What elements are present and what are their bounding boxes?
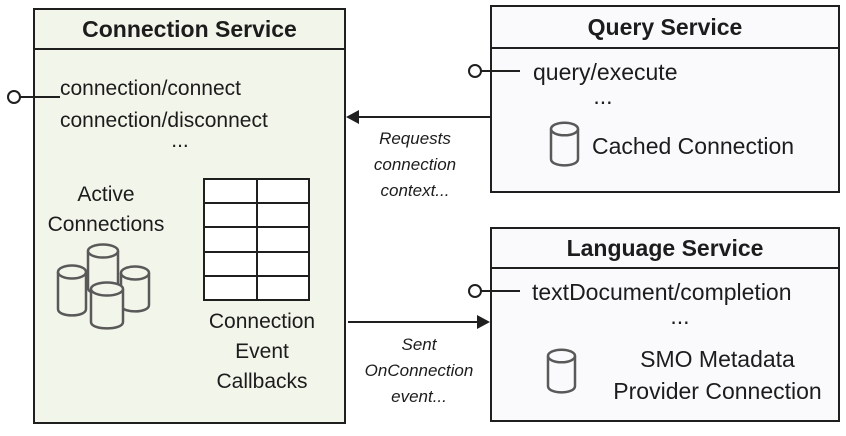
query-service-box: Query Service xyxy=(490,5,840,193)
connection-interface-lollipop-icon xyxy=(7,90,21,104)
arrow-requests-label: Requests connection context... xyxy=(352,126,478,204)
requests-line1: Requests xyxy=(379,129,451,148)
arrow-requests-head-icon xyxy=(346,110,359,124)
requests-line2: connection xyxy=(373,155,457,174)
table-cell xyxy=(257,252,308,275)
language-interface-lollipop-icon xyxy=(468,284,482,298)
active-connections-label: Active Connections xyxy=(36,180,176,240)
smo-metadata-database-icon xyxy=(546,348,577,394)
arrow-sent-line xyxy=(348,321,481,323)
connection-methods-ellipsis: ... xyxy=(171,129,189,152)
query-methods-ellipsis: ... xyxy=(593,83,613,109)
sent-line3: event... xyxy=(391,387,447,406)
table-cell xyxy=(205,228,256,251)
connection-interface-line xyxy=(20,96,60,98)
cached-connection-database-icon xyxy=(549,121,580,167)
language-interface-line xyxy=(481,290,520,292)
language-method-completion: textDocument/completion xyxy=(532,279,792,305)
cached-connection-label: Cached Connection xyxy=(592,133,795,159)
query-method-execute: query/execute xyxy=(533,59,678,85)
language-service-title: Language Service xyxy=(492,229,838,269)
smo-line2: Provider Connection xyxy=(613,378,822,404)
query-interface-lollipop-icon xyxy=(468,64,482,78)
table-cell xyxy=(257,276,308,299)
active-connections-database-cluster-icon xyxy=(56,243,151,330)
callback-table-icon xyxy=(203,178,310,301)
language-methods-ellipsis: ... xyxy=(670,303,690,329)
table-cell xyxy=(205,276,256,299)
callbacks-line3: Callbacks xyxy=(216,370,308,393)
table-cell xyxy=(257,180,308,203)
smo-line1: SMO Metadata xyxy=(640,346,795,372)
smo-metadata-label: SMO Metadata Provider Connection xyxy=(595,343,840,407)
query-interface-line xyxy=(481,70,520,72)
table-cell xyxy=(205,252,256,275)
query-service-title: Query Service xyxy=(492,7,838,49)
callbacks-line2: Event xyxy=(235,340,289,363)
table-cell xyxy=(257,228,308,251)
table-cell xyxy=(205,180,256,203)
table-cell xyxy=(205,204,256,227)
arrow-requests-line xyxy=(357,116,490,118)
arrow-sent-head-icon xyxy=(477,315,490,329)
table-cell xyxy=(257,204,308,227)
active-connections-line1: Active xyxy=(77,183,135,206)
arrow-sent-label: Sent OnConnection event... xyxy=(352,332,486,410)
callbacks-line1: Connection xyxy=(208,310,316,333)
connection-method-disconnect: connection/disconnect xyxy=(60,109,268,132)
sent-line1: Sent xyxy=(401,335,437,354)
requests-line3: context... xyxy=(380,181,450,200)
sent-line2: OnConnection xyxy=(364,361,474,380)
connection-event-callbacks-label: Connection Event Callbacks xyxy=(172,307,352,397)
connection-service-title: Connection Service xyxy=(35,10,344,50)
active-connections-line2: Connections xyxy=(47,213,165,236)
connection-method-connect: connection/connect xyxy=(60,77,241,100)
